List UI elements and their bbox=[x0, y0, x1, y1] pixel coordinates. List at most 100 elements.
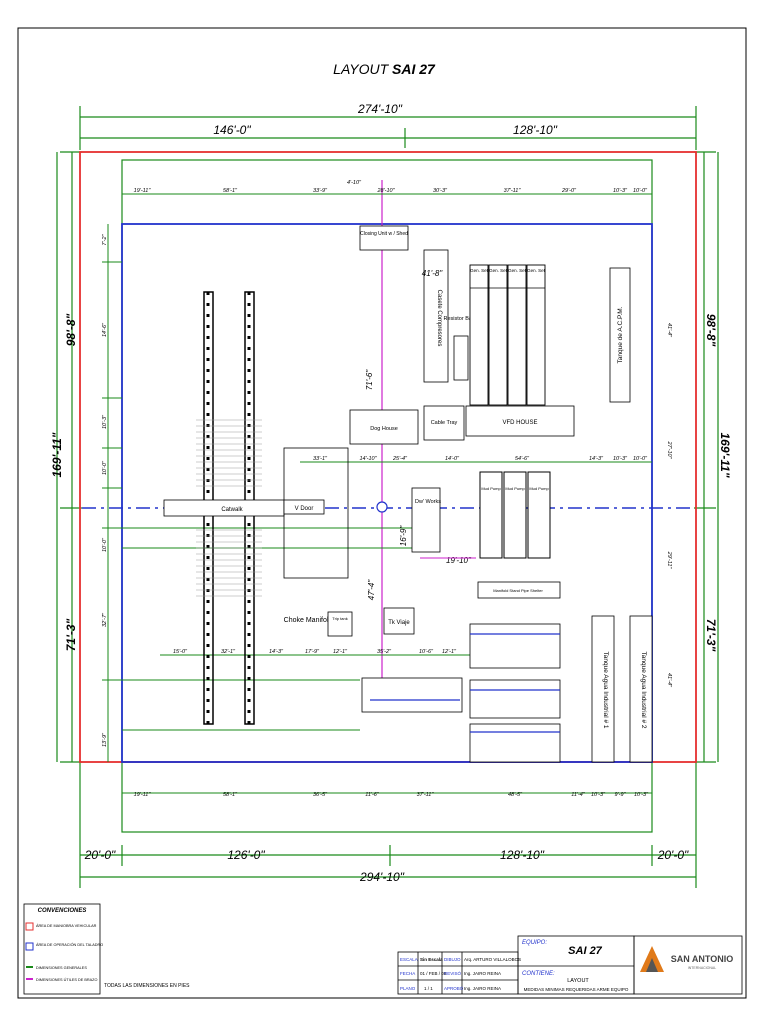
svg-text:REVISÓ: REVISÓ bbox=[444, 970, 462, 976]
mud-pumps: Mud Pump Mud Pump Mud Pump bbox=[479, 471, 551, 559]
svg-text:MEDIDAS MINIMAS REQUERIDAS ARM: MEDIDAS MINIMAS REQUERIDAS ARME EQUIPO bbox=[524, 987, 629, 992]
svg-text:ÁREA DE OPERACIÓN DEL TALADRO: ÁREA DE OPERACIÓN DEL TALADRO bbox=[36, 942, 103, 947]
resistor-bank bbox=[453, 335, 469, 381]
dim-left-mid: 169'-11" bbox=[50, 432, 64, 477]
water-tank-2-label: Tanque Agua Industrial # 2 bbox=[640, 652, 647, 729]
trip-tank bbox=[327, 611, 353, 637]
svg-text:Mud Pump: Mud Pump bbox=[529, 486, 549, 491]
fuel-tank-label: Tanque de A.C.P.M. bbox=[617, 306, 624, 363]
svg-text:Gen. Set: Gen. Set bbox=[489, 268, 508, 273]
svg-text:SAI 27: SAI 27 bbox=[568, 945, 603, 957]
svg-text:1 / 1: 1 / 1 bbox=[424, 986, 433, 991]
cable-tray bbox=[423, 405, 465, 441]
rotary-icon bbox=[376, 501, 388, 513]
dim-bottom-total: 294'-10" bbox=[359, 870, 405, 884]
dim-left-top: 98'-8" bbox=[64, 313, 78, 346]
sheet-border bbox=[17, 27, 747, 999]
svg-text:13'-9": 13'-9" bbox=[102, 732, 108, 747]
dim-bottom-r2: 20'-0" bbox=[657, 848, 689, 862]
draw-works-label: Dw' Works bbox=[415, 499, 441, 505]
title-block-frame bbox=[397, 935, 743, 995]
outer-dimensions bbox=[56, 106, 719, 888]
dim-bottom-r1: 128'-10" bbox=[500, 848, 545, 862]
dim-right-top: 98'-8" bbox=[704, 314, 718, 347]
center-vertical-dims: 71'-6" 16'-9" 47'-4" 19'-10" bbox=[365, 369, 472, 601]
svg-text:10'-3": 10'-3" bbox=[634, 792, 649, 798]
svg-text:19'-11": 19'-11" bbox=[134, 792, 152, 798]
svg-text:47'-4": 47'-4" bbox=[367, 579, 376, 601]
svg-text:EQUIPO:: EQUIPO: bbox=[522, 940, 547, 946]
left-vertical-dims: 7'-2" 14'-6" 10'-3" 10'-0" 10'-0" 32'-7"… bbox=[102, 233, 108, 747]
svg-text:10'-3": 10'-3" bbox=[613, 188, 628, 194]
svg-text:17'-9": 17'-9" bbox=[305, 649, 320, 655]
svg-text:9'-9": 9'-9" bbox=[615, 792, 627, 798]
svg-text:35'-2": 35'-2" bbox=[377, 649, 392, 655]
svg-text:71'-6": 71'-6" bbox=[365, 369, 374, 391]
svg-text:DIMENSIONES GENERALES: DIMENSIONES GENERALES bbox=[36, 966, 87, 970]
svg-text:Arq. ARTURO VILLALOBOS: Arq. ARTURO VILLALOBOS bbox=[464, 957, 521, 962]
svg-text:Sin Escala: Sin Escala bbox=[420, 957, 443, 962]
tk-viaje-label: Tk Viaje bbox=[388, 620, 410, 626]
svg-text:14'-10": 14'-10" bbox=[359, 456, 377, 462]
svg-text:15'-0": 15'-0" bbox=[173, 649, 188, 655]
draw-works bbox=[411, 487, 441, 553]
choke-label: Choke Manifold bbox=[284, 617, 333, 624]
svg-text:10'-3": 10'-3" bbox=[591, 792, 606, 798]
dim-41-8: 41'-8" bbox=[422, 269, 444, 278]
svg-text:12'-1": 12'-1" bbox=[442, 649, 457, 655]
dim-left-bot: 71'-3" bbox=[64, 618, 78, 651]
svg-text:10'-3": 10'-3" bbox=[613, 456, 628, 462]
svg-text:14'-3": 14'-3" bbox=[269, 649, 284, 655]
legend-note: TODAS LAS DIMENSIONES EN PIES bbox=[104, 983, 190, 989]
svg-text:SAN ANTONIO: SAN ANTONIO bbox=[671, 954, 734, 964]
inner-bottom-dims: 19'-11" 58'-1" 36'-5" 11'-6" 37'-11" 48'… bbox=[134, 792, 649, 798]
svg-text:Gen. Set: Gen. Set bbox=[470, 268, 489, 273]
svg-text:16'-9": 16'-9" bbox=[399, 525, 408, 547]
catwalk-label: Catwalk bbox=[221, 507, 243, 513]
cable-tray-label: Cable Tray bbox=[431, 420, 458, 426]
svg-text:Gen. Set: Gen. Set bbox=[527, 268, 546, 273]
svg-text:CONTIENE:: CONTIENE: bbox=[522, 971, 555, 977]
mid-dim-lines bbox=[122, 461, 652, 731]
svg-text:ÁREA DE MANIOBRA VEHICULAR: ÁREA DE MANIOBRA VEHICULAR bbox=[36, 924, 97, 928]
svg-text:33'-1": 33'-1" bbox=[313, 456, 328, 462]
svg-text:28'-10": 28'-10" bbox=[376, 188, 395, 194]
svg-text:19'-10": 19'-10" bbox=[446, 556, 472, 565]
svg-text:10'-0": 10'-0" bbox=[633, 188, 648, 194]
svg-text:29'-11": 29'-11" bbox=[666, 551, 672, 570]
svg-text:32'-1": 32'-1" bbox=[221, 649, 236, 655]
svg-text:19'-11": 19'-11" bbox=[134, 188, 152, 194]
svg-text:ESCALA: ESCALA bbox=[400, 957, 418, 962]
svg-text:DIMENSIONES ÚTILES DE BRAZO: DIMENSIONES ÚTILES DE BRAZO bbox=[36, 977, 97, 982]
svg-text:10'-3": 10'-3" bbox=[102, 414, 108, 429]
svg-text:11'-6": 11'-6" bbox=[365, 792, 380, 798]
dog-house-label: Dog House bbox=[370, 426, 398, 432]
dim-bottom-l1: 20'-0" bbox=[84, 848, 116, 862]
mid-dims: 33'-1" 14'-10" 25'-4" 14'-0" 54'-6" 14'-… bbox=[173, 456, 648, 655]
resistor-label: Resistor Banks bbox=[444, 316, 481, 322]
dim-bottom-l2: 126'-0" bbox=[227, 848, 265, 862]
svg-text:54'-6": 54'-6" bbox=[515, 456, 530, 462]
compressor-label: Casete Compresores bbox=[436, 290, 442, 347]
svg-text:37'-11": 37'-11" bbox=[504, 188, 522, 194]
dog-house bbox=[349, 409, 419, 445]
water-tank-1 bbox=[591, 615, 615, 763]
svg-text:PLANO: PLANO bbox=[400, 986, 416, 991]
svg-text:14'-6": 14'-6" bbox=[102, 322, 108, 337]
inner-top-dims: 19'-11" 58'-1" 33'-9" 4'-10" 28'-10" 30'… bbox=[134, 180, 648, 194]
svg-text:14'-3": 14'-3" bbox=[589, 456, 604, 462]
svg-text:LAYOUT: LAYOUT bbox=[567, 978, 589, 984]
svg-text:10'-0": 10'-0" bbox=[102, 537, 108, 552]
svg-text:11'-4": 11'-4" bbox=[571, 792, 586, 798]
water-tank-1-label: Tanque Agua Industrial # 1 bbox=[602, 652, 609, 729]
dim-right-mid: 169'-11" bbox=[718, 432, 732, 477]
rig-area bbox=[121, 223, 653, 763]
outer-dim-texts: 274'-10" 146'-0" 128'-10" 20'-0" 126'-0"… bbox=[50, 102, 732, 884]
svg-text:30'-3": 30'-3" bbox=[433, 188, 448, 194]
water-tank-2 bbox=[629, 615, 653, 763]
pipe-stack bbox=[196, 419, 262, 597]
svg-text:01 / FEB / 08: 01 / FEB / 08 bbox=[420, 971, 447, 976]
legend-swatch-blue bbox=[25, 942, 34, 951]
vfd-house bbox=[465, 405, 575, 437]
svg-text:Mud Pump: Mud Pump bbox=[481, 486, 501, 491]
